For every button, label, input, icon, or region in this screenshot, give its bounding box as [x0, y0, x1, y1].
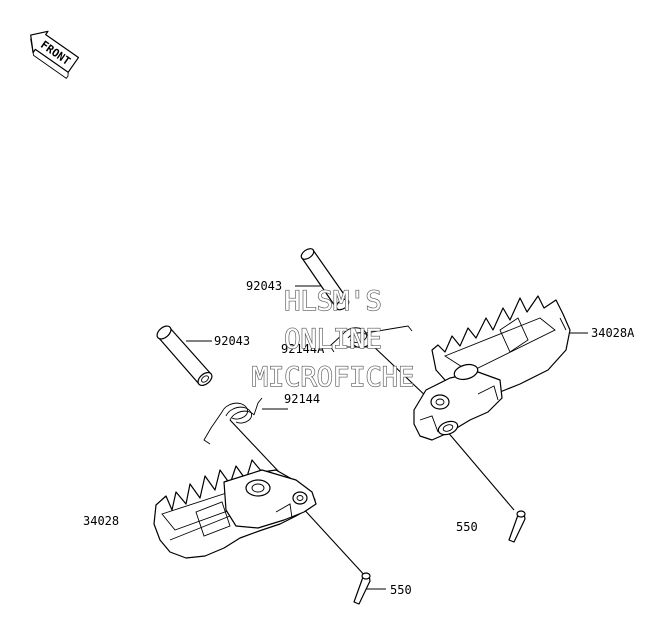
cotter-pin-550-left — [353, 572, 371, 605]
watermark-line-3: MICROFICHE — [252, 362, 415, 393]
label-92043-upper: 92043 — [246, 279, 282, 293]
pin-92043-upper — [300, 248, 350, 311]
leader-lines — [186, 285, 588, 590]
watermark-line-2: ONLINE — [284, 324, 382, 355]
cotter-pin-550-right — [508, 510, 526, 543]
footpeg-34028 — [153, 459, 317, 559]
footpeg-34028A — [413, 295, 571, 441]
front-arrow-badge: FRONT — [30, 30, 80, 79]
label-92043-left: 92043 — [214, 334, 250, 348]
label-550-left: 550 — [390, 583, 412, 597]
label-92144A: 92144A — [281, 342, 325, 356]
label-34028A: 34028A — [591, 326, 635, 340]
spring-92144 — [203, 397, 263, 445]
label-550-right: 550 — [456, 520, 478, 534]
watermark-line-1: HLSM'S — [284, 286, 382, 317]
watermark: HLSM'S ONLINE MICROFICHE — [251, 285, 415, 393]
label-92144: 92144 — [284, 392, 320, 406]
spring-92144A — [329, 325, 413, 353]
label-34028: 34028 — [83, 514, 119, 528]
pin-92043-left — [156, 325, 213, 387]
